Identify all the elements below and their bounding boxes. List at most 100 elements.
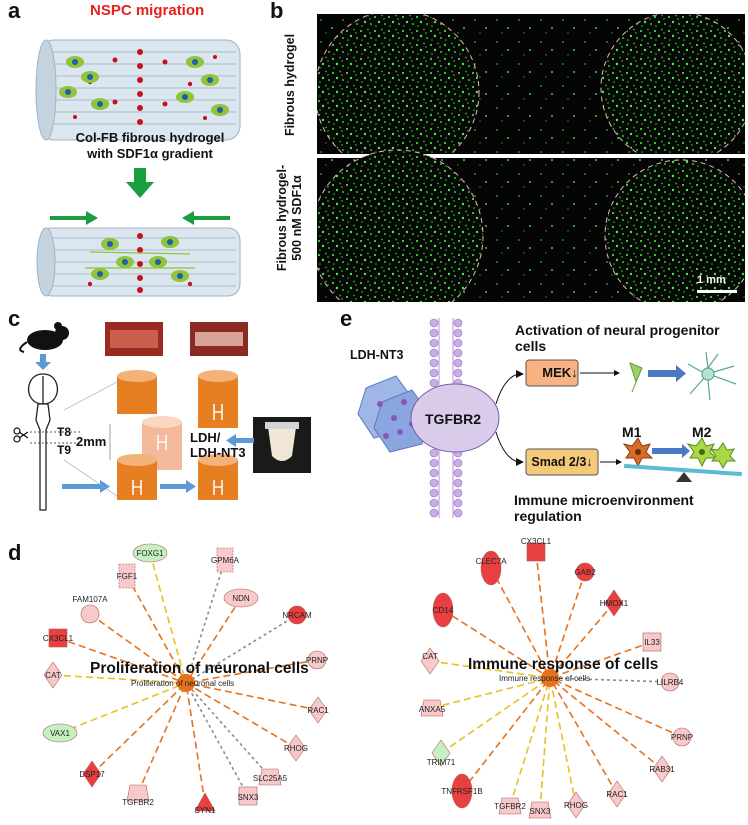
edge-snx3 <box>185 682 249 797</box>
edge-cx3cl1 <box>535 551 551 679</box>
tgfbr2-label: TGFBR2 <box>425 411 481 427</box>
edge-il33 <box>549 641 653 679</box>
node-label-fam107a: FAM107A <box>72 595 108 604</box>
network-immune: CLEC7ACX3CL1GAB2HMOX1CD14IL33CATLILRB4AN… <box>419 538 693 819</box>
caption-line-1: Col-FB fibrous hydrogel <box>75 130 225 145</box>
edge-anxa5 <box>431 677 551 709</box>
node-label-snx3: SNX3 <box>530 807 551 816</box>
edge-gab2 <box>549 571 586 679</box>
edge-rab31 <box>549 677 663 770</box>
ldh-nt3-label: LDH-NT3 <box>350 348 404 362</box>
tnfrsf1b-node <box>451 773 473 809</box>
node-label-il33: IL33 <box>644 638 660 647</box>
edge-rac1 <box>549 677 618 795</box>
node-label-nrcam: NRCAM <box>282 611 312 620</box>
right-arrow-1-icon <box>62 480 110 493</box>
prnp-node <box>307 650 327 670</box>
cat-node <box>420 647 440 675</box>
row-label-sdf1a: Fibrous hydrogel- 500 nM SDF1α <box>275 164 304 271</box>
immune-label: Immune microenvironment regulation <box>514 492 694 524</box>
node-label-cx3cl1: CX3CL1 <box>521 538 552 546</box>
cx3cl1-node <box>526 542 546 562</box>
node-label-lilrb4: LILRB4 <box>657 678 684 687</box>
left-arrow-blue-icon <box>226 434 254 447</box>
panel-c-illustration <box>13 322 311 511</box>
panel-d-label: d <box>8 540 22 565</box>
implant-label-line1: LDH/ <box>190 430 221 445</box>
edge-rac1 <box>185 682 319 711</box>
cat-node <box>43 661 63 689</box>
panel-b-label: b <box>270 0 284 23</box>
snx3-node <box>238 786 258 806</box>
scissors-icon <box>13 427 29 443</box>
vax1-node <box>42 723 78 743</box>
edge-tnfrsf1b <box>461 677 551 792</box>
node-label-dsp17: DSP17 <box>79 770 105 779</box>
edge-fgf1 <box>126 575 187 684</box>
cx3cl1-node <box>48 628 68 648</box>
edge-trim71 <box>440 677 551 754</box>
edge-cd14 <box>442 609 551 679</box>
seesaw-beam <box>624 463 742 477</box>
m1-to-m2-arrow-icon <box>652 444 690 458</box>
panel-e-label: e <box>340 306 353 331</box>
panel-e-pathway <box>357 318 742 518</box>
m1-macrophage-icon <box>622 437 654 468</box>
neural-progenitor-cell-icon <box>629 362 643 393</box>
sdf1a-dots <box>73 49 217 125</box>
il33-node <box>642 632 662 652</box>
rab31-node <box>652 755 672 783</box>
node-label-cx3cl1: CX3CL1 <box>43 634 74 643</box>
t8-label: T8 <box>57 425 72 439</box>
edge-prnp <box>185 659 318 684</box>
mek-box <box>525 359 579 387</box>
fibrous-hydrogel-top <box>35 39 241 141</box>
node-label-slc25a5: SLC25A5 <box>253 774 288 783</box>
edge-ndn <box>185 597 242 684</box>
implant-label: LDH/ LDH-NT3 <box>190 430 246 460</box>
spinal-segment-upper-right <box>198 370 238 428</box>
smad-label: Smad 2/3↓ <box>531 455 593 469</box>
node-label-prnp: PRNP <box>671 733 693 742</box>
cd14-node <box>432 592 454 628</box>
edge-snx3 <box>539 677 551 811</box>
node-label-clec7a: CLEC7A <box>475 557 507 566</box>
node-label-rac1: RAC1 <box>606 790 628 799</box>
m2-label: M2 <box>692 424 712 440</box>
snx3-node <box>528 801 552 819</box>
node-label-rac1: RAC1 <box>307 706 329 715</box>
edge-syn1 <box>185 682 206 804</box>
ndn-node <box>223 588 259 608</box>
neuron-icon <box>687 351 737 401</box>
panel-a-label: a <box>8 0 21 23</box>
rac1-node <box>308 696 328 724</box>
edge-cat <box>52 674 187 684</box>
edge-dsp17 <box>91 682 187 775</box>
node-label-gab2: GAB2 <box>574 568 596 577</box>
edge-lilrb4 <box>549 677 671 683</box>
edge-foxg1 <box>149 552 187 684</box>
rhog-node <box>286 734 306 762</box>
node-label-snx3: SNX3 <box>238 793 259 802</box>
trim71-node <box>431 739 451 767</box>
dsp17-node <box>82 760 102 788</box>
activation-label: Activation of neural progenitor cells <box>515 322 720 354</box>
panel-b-microscopy <box>317 14 745 302</box>
node-label-tgfbr2: TGFBR2 <box>494 802 526 811</box>
anxa5-node <box>420 699 444 717</box>
node-label-cd14: CD14 <box>433 606 454 615</box>
row-label-1-box: Fibrous hydrogel <box>272 30 308 140</box>
edge-tgfbr2 <box>509 677 551 807</box>
rac1-node <box>607 780 627 808</box>
fgf1-node <box>118 563 136 589</box>
scale-bar-label: 1 mm <box>697 274 726 286</box>
node-label-ndn: NDN <box>232 594 250 603</box>
node-label-gpm6a: GPM6A <box>211 556 240 565</box>
t9-label: T9 <box>57 443 72 457</box>
gap-label: 2mm <box>76 434 107 449</box>
gpm6a-node <box>216 547 234 573</box>
hmox1-node <box>604 589 624 617</box>
node-label-fgf1: FGF1 <box>117 572 138 581</box>
node-label-trim71: TRIM71 <box>427 758 456 767</box>
rhog-node <box>566 791 586 819</box>
